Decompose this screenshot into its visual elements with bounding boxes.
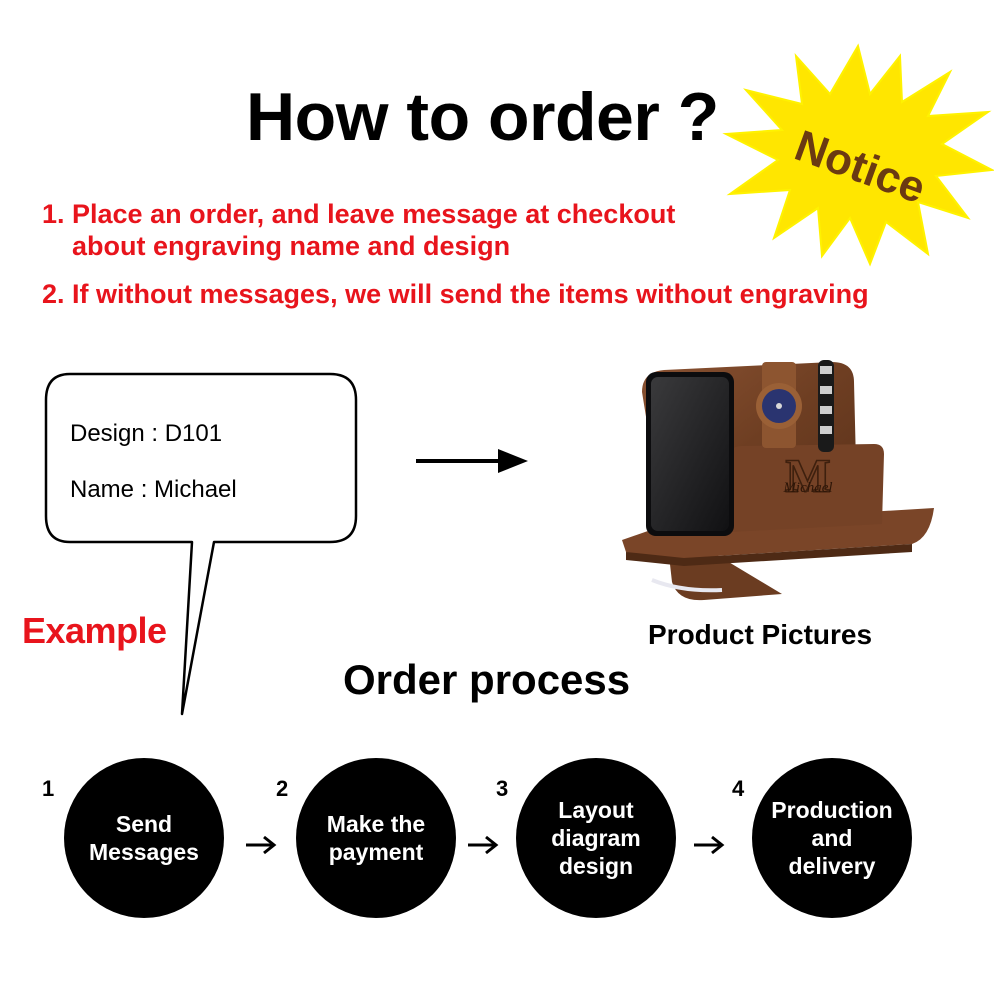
instruction-2: 2. If without messages, we will send the…	[42, 279, 869, 309]
example-label: Example	[22, 610, 167, 651]
arrow-right-icon	[416, 449, 528, 473]
step-2-number: 2	[276, 776, 289, 801]
step-4-circle: Production and delivery	[752, 758, 912, 918]
step-2-circle: Make the payment	[296, 758, 456, 918]
engraving-name: Michael	[782, 480, 832, 496]
step-4-label: Production and delivery	[771, 797, 893, 879]
step-arrow-icon	[246, 835, 277, 855]
step-3-circle: Layout diagram design	[516, 758, 676, 918]
step-arrow-icon	[694, 835, 725, 855]
step-1-number: 1	[42, 776, 55, 801]
product-caption: Product Pictures	[648, 619, 873, 650]
notice-starburst-icon: Notice	[722, 43, 994, 267]
speech-bubble	[44, 372, 358, 716]
engraving-initial: M	[785, 450, 830, 503]
order-process-title: Order process	[343, 656, 631, 703]
product-image: M Michael	[622, 360, 934, 601]
instruction-1-line-2: about engraving name and design	[72, 231, 511, 261]
name-line: Name : Michael	[70, 476, 237, 503]
step-2-label: Make the payment	[326, 811, 426, 865]
instruction-1-line-1: 1. Place an order, and leave message at …	[42, 199, 676, 229]
step-arrow-icon	[468, 835, 499, 855]
instruction-1: 1. Place an order, and leave message at …	[42, 198, 675, 262]
page-title: How to order ?	[246, 79, 719, 155]
design-line: Design : D101	[70, 420, 223, 447]
step-1-circle: Send Messages	[64, 758, 224, 918]
step-4-number: 4	[732, 776, 745, 801]
step-3-label: Layout diagram design	[551, 797, 641, 879]
step-1-label: Send Messages	[89, 811, 199, 865]
step-3-number: 3	[496, 776, 509, 801]
